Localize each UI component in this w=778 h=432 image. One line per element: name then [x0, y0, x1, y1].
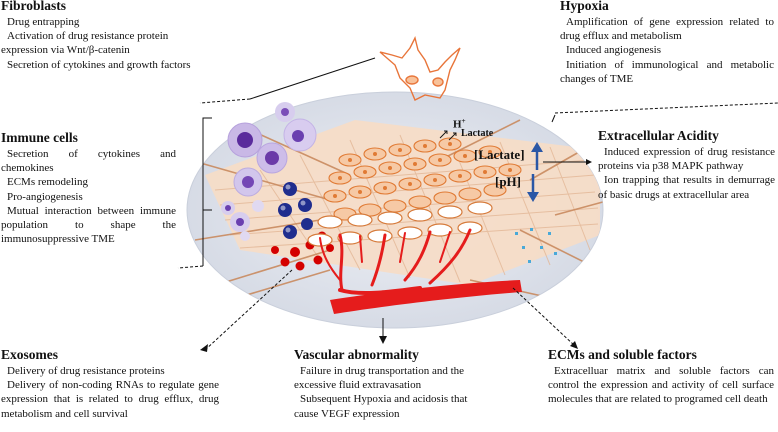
- hypoxia-title: Hypoxia: [560, 0, 609, 13]
- h-plus-label: H+: [453, 117, 466, 131]
- immune-cells-item: Pro-angiogenesis: [7, 190, 83, 203]
- leader-arrowheads: [200, 336, 578, 352]
- immune-cells-illustration: [221, 102, 317, 241]
- immune-cells-block: Immune cells Secretion of cytokines and …: [1, 130, 176, 246]
- exosomes-block: Exosomes Delivery of drug resistance pro…: [1, 347, 219, 421]
- proton-lactate-arrows: [439, 130, 457, 141]
- vascular-abnormality-title: Vascular abnormality: [294, 347, 419, 362]
- fibroblasts-item: Secretion of cytokines and growth factor…: [7, 58, 191, 71]
- ph-label: [pH]: [495, 174, 521, 189]
- fibroblast-illustration: [379, 35, 461, 101]
- leader-lines: [177, 57, 778, 351]
- hypoxia-item: Induced angiogenesis: [566, 44, 661, 57]
- ecms-soluble-factors-title: ECMs and soluble factors: [548, 347, 697, 362]
- fibroblasts-item: Drug entrapping: [7, 16, 80, 28]
- extracellular-acidity-item: Ion trapping that results in demurrage o…: [598, 174, 775, 201]
- extracellular-acidity-block: Extracellular Acidity Induced expression…: [598, 128, 775, 202]
- vascular-abnormality-item: Subsequent Hypoxia and acidosis that cau…: [294, 393, 468, 420]
- cancer-cells-illustration: [323, 137, 522, 221]
- ph-down-arrow: [527, 174, 539, 202]
- fibroblasts-item: Activation of drug resistance protein ex…: [1, 30, 169, 57]
- fibroblasts-title: Fibroblasts: [1, 0, 67, 13]
- immune-cells-item: Secretion of cytokines and chemokines: [1, 148, 176, 175]
- immune-cells-item: ECMs remodeling: [7, 176, 88, 189]
- vascular-abnormality-block: Vascular abnormality Failure in drug tra…: [294, 347, 492, 421]
- lactate-small-label: Lactate: [461, 128, 494, 139]
- extracellular-acidity-item: Induced expression of drug resistance pr…: [598, 146, 775, 173]
- acidity-connector-arrow: [543, 159, 592, 165]
- exosomes-item: Delivery of non-coding RNAs to regulate …: [1, 379, 219, 420]
- extracellular-acidity-title: Extracellular Acidity: [598, 128, 719, 143]
- immune-cells-title: Immune cells: [1, 130, 78, 145]
- exosomes-item: Delivery of drug resistance proteins: [7, 365, 165, 377]
- main-blood-vessel: [330, 280, 522, 314]
- lactate-concentration-label: [Lactate]: [474, 147, 525, 162]
- fibroblasts-block: Fibroblasts Drug entrapping Activation o…: [1, 0, 201, 72]
- soluble-factors-illustration: [515, 228, 557, 263]
- vascular-abnormality-item: Failure in drug transportation and the e…: [294, 365, 465, 392]
- stromal-cells-illustration: [307, 201, 493, 247]
- hypoxia-item: Amplification of gene expression related…: [560, 16, 774, 43]
- exosomes-title: Exosomes: [1, 347, 58, 362]
- ecms-soluble-factors-block: ECMs and soluble factors Extracelluar ma…: [548, 347, 774, 407]
- ecms-soluble-factors-item: Extracelluar matrix and soluble factors …: [548, 365, 774, 406]
- hypoxia-block: Hypoxia Amplification of gene expression…: [560, 0, 774, 86]
- hypoxia-item: Initiation of immunological and metaboli…: [560, 58, 774, 85]
- immune-cells-item: Mutual interaction between immune popula…: [1, 204, 176, 246]
- lactate-up-arrow: [531, 142, 543, 170]
